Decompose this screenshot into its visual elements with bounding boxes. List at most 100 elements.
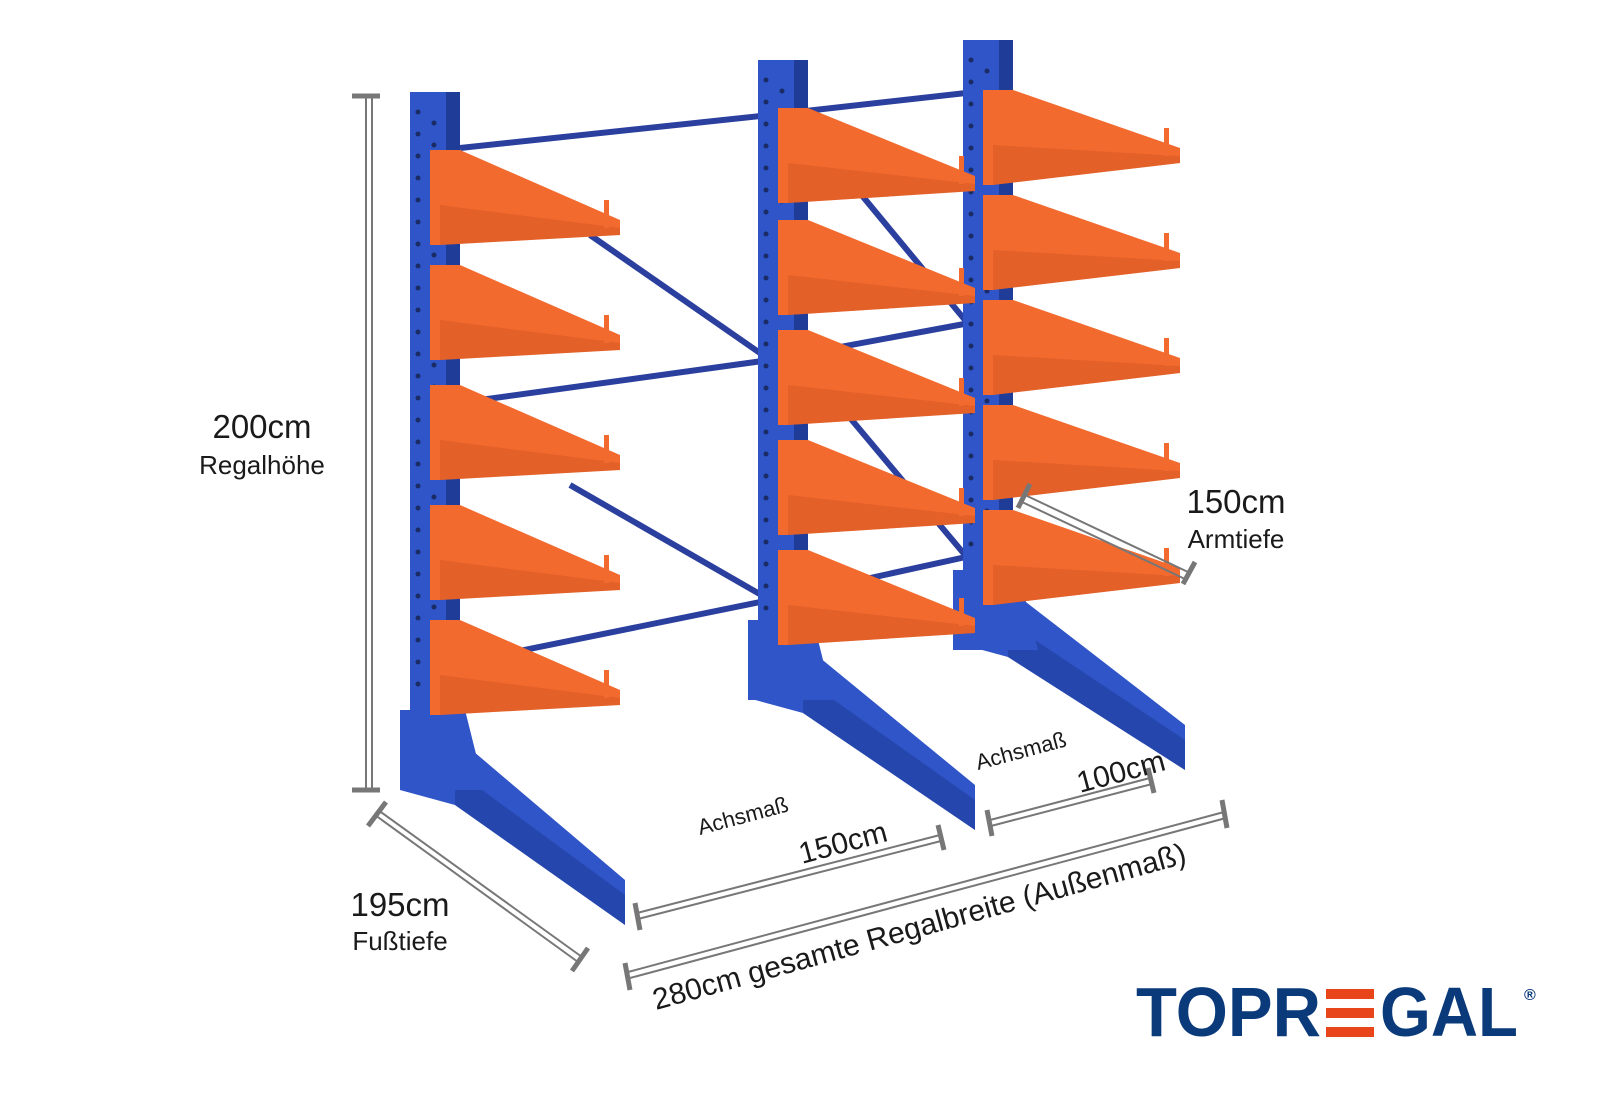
cantilever-arm (983, 405, 1180, 500)
upright-hole (763, 385, 769, 391)
upright-hole (763, 209, 769, 215)
upright-hole (415, 329, 421, 335)
upright-hole (415, 285, 421, 291)
upright-hole (415, 659, 421, 665)
arm-dimension-line (1015, 482, 1198, 586)
upright-hole (984, 68, 990, 74)
upright-hole (763, 583, 769, 589)
cantilever-arm (778, 440, 975, 535)
cantilever-arm-shade (993, 145, 1180, 185)
arm-end-stop (1164, 128, 1169, 156)
upright-hole (415, 109, 421, 115)
brace-bar (588, 232, 772, 363)
cantilever-arm (430, 385, 620, 480)
brace-bar (459, 112, 771, 151)
upright-hole (431, 120, 437, 126)
height-value: 200cm (212, 408, 311, 445)
cantilever-arm (778, 330, 975, 425)
cantilever-arm (983, 90, 1180, 185)
upright-hole (415, 219, 421, 225)
upright-hole (968, 167, 974, 173)
arm-end-stop (959, 598, 964, 626)
upright-hole (763, 121, 769, 127)
upright-hole (415, 395, 421, 401)
upright-hole (763, 539, 769, 545)
upright-hole (415, 241, 421, 247)
brace-bar (499, 597, 771, 658)
cantilever-arm-shade (788, 605, 975, 645)
upright-hole (968, 211, 974, 217)
cantilever-arm (778, 108, 975, 203)
axis-100-label: Achsmaß (973, 727, 1069, 775)
upright-base-plate (400, 710, 485, 790)
upright-hole (763, 297, 769, 303)
arm-end-stop (959, 378, 964, 406)
cantilever-arm (778, 220, 975, 315)
cantilever-arm-shade (440, 440, 620, 480)
upright-hole (968, 541, 974, 547)
upright-hole (415, 131, 421, 137)
cantilever-arm (430, 620, 620, 715)
cantilever-arm-shade (788, 163, 975, 203)
arm-label: Armtiefe (1188, 524, 1285, 554)
upright-hole (984, 398, 990, 404)
cantilever-arm-shade (993, 565, 1180, 605)
upright-hole (763, 99, 769, 105)
upright-hole (415, 153, 421, 159)
cantilever-arm-shade (440, 560, 620, 600)
upright-hole (968, 145, 974, 151)
arm-end-stop (1164, 443, 1169, 471)
upright-hole (779, 88, 785, 94)
upright-hole (415, 197, 421, 203)
cantilever-arm (983, 300, 1180, 395)
upright-hole (415, 373, 421, 379)
cantilever-arm-shade (788, 495, 975, 535)
foot-value: 195cm (350, 886, 449, 923)
cantilever-arm (430, 505, 620, 600)
arm-value: 150cm (1186, 483, 1285, 520)
upright-hole (763, 451, 769, 457)
upright-hole (763, 253, 769, 259)
upright-hole (763, 319, 769, 325)
brace-bar (568, 482, 772, 603)
axis-100-dimension-line (984, 767, 1157, 837)
upright-hole (415, 549, 421, 555)
cantilever-arm-shade (440, 675, 620, 715)
upright-hole (968, 365, 974, 371)
axis-150-value: 150cm (795, 816, 891, 871)
foot-dimension-line (366, 800, 591, 973)
upright-hole (763, 517, 769, 523)
upright-hole (968, 57, 974, 63)
upright-hole (968, 123, 974, 129)
upright-hole (415, 351, 421, 357)
arms (430, 90, 1180, 715)
upright-hole (415, 483, 421, 489)
axis-150-dimension-line (632, 824, 947, 931)
upright-hole (415, 461, 421, 467)
upright-hole (968, 453, 974, 459)
cantilever-arm-shade (993, 460, 1180, 500)
upright-hole (763, 495, 769, 501)
upright-hole (968, 387, 974, 393)
upright-hole (415, 505, 421, 511)
cantilever-arm-shade (788, 275, 975, 315)
upright-hole (763, 473, 769, 479)
upright-hole (968, 431, 974, 437)
upright-foot-web (1008, 622, 1185, 770)
upright-hole (415, 681, 421, 687)
arm-end-stop (604, 670, 609, 698)
upright-hole (415, 263, 421, 269)
upright-hole (763, 605, 769, 611)
height-label: Regalhöhe (199, 450, 325, 480)
upright-hole (763, 561, 769, 567)
upright-hole (415, 439, 421, 445)
upright-hole (968, 475, 974, 481)
upright-hole (763, 341, 769, 347)
upright-hole (968, 255, 974, 261)
registered-mark: ® (1524, 987, 1536, 1004)
logo-text-left: TOPR (1136, 973, 1321, 1051)
upright-hole (968, 277, 974, 283)
arm-end-stop (959, 268, 964, 296)
height-dimension-line (352, 93, 380, 793)
